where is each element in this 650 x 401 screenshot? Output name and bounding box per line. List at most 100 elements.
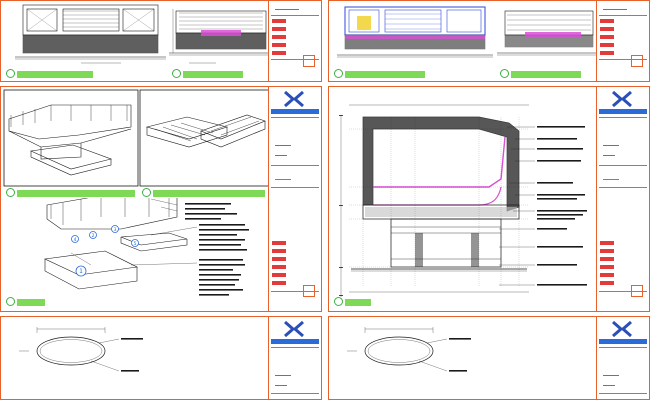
- title-block-field: [272, 241, 286, 245]
- title-block: [596, 1, 649, 81]
- title-line: [275, 9, 299, 11]
- part-marker-label: 5: [134, 241, 137, 247]
- caption-circle-icon: [6, 69, 15, 78]
- caption-label-bar: [345, 71, 425, 78]
- sheet-top-left: [0, 0, 322, 82]
- title-line: [275, 145, 291, 147]
- caption-label-bar: [17, 190, 135, 197]
- perspective-views: 4 2 3 5 1: [3, 89, 271, 296]
- title-line: [275, 385, 287, 387]
- section-notes: [537, 126, 587, 286]
- title-block-field: [272, 35, 286, 39]
- title-block-row: [599, 347, 647, 348]
- sheet-number-box: [303, 285, 315, 297]
- sheet-number-box: [303, 55, 315, 67]
- title-block-row: [271, 59, 319, 60]
- title-block-field: [272, 265, 286, 269]
- title-block-row: [599, 393, 647, 394]
- title-block-field: [600, 257, 614, 261]
- title-block-field: [272, 257, 286, 261]
- title-line: [603, 385, 615, 387]
- caption-label-bar: [17, 71, 93, 78]
- caption-circle-icon: [172, 69, 181, 78]
- section-leaders: [499, 126, 535, 286]
- title-line: [603, 155, 615, 157]
- front-elevation: [15, 4, 166, 64]
- firm-logo-icon: [284, 320, 304, 338]
- title-block-field: [272, 249, 286, 253]
- part-marker-icon: [71, 235, 79, 243]
- title-block-field: [272, 51, 286, 55]
- caption-label-bar: [17, 299, 45, 306]
- title-block-field: [272, 43, 286, 47]
- caption-circle-icon: [500, 69, 509, 78]
- title-block-field: [600, 51, 614, 55]
- caption-label-bar: [183, 71, 243, 78]
- sheet-bottom-right: [328, 316, 650, 400]
- title-line: [603, 145, 619, 147]
- title-block-row: [599, 291, 647, 292]
- firm-logo-icon: [612, 90, 632, 108]
- front-elevation: [337, 6, 493, 58]
- part-marker-label: 2: [92, 233, 95, 239]
- view-caption: [171, 69, 271, 79]
- exploded-view: [43, 196, 188, 290]
- caption-circle-icon: [142, 188, 151, 197]
- title-block-row: [599, 165, 647, 166]
- perspective-view-frame: [139, 89, 271, 187]
- view-caption: [141, 188, 271, 198]
- view-caption: [5, 188, 145, 198]
- caption-circle-icon: [6, 297, 15, 306]
- sheet-mid-left: 4 2 3 5 1: [0, 86, 322, 312]
- title-block-field: [272, 281, 286, 285]
- sheet-bottom-left: [0, 316, 322, 400]
- title-block-field: [600, 273, 614, 277]
- view-caption: [333, 297, 413, 307]
- oval-top-plan: [364, 336, 434, 366]
- caption-circle-icon: [334, 297, 343, 306]
- section-view: [339, 104, 587, 297]
- plan-view: [19, 327, 143, 372]
- sheet-number-box: [631, 55, 643, 67]
- plan-view: [347, 327, 471, 372]
- title-line: [275, 155, 287, 157]
- side-elevation: [497, 10, 597, 56]
- title-block-row: [271, 393, 319, 394]
- title-line: [603, 375, 619, 377]
- title-block-field: [600, 241, 614, 245]
- title-block-field: [272, 19, 286, 23]
- firm-name-bar: [271, 339, 319, 344]
- firm-logo-icon: [284, 90, 304, 108]
- title-block-field: [272, 273, 286, 277]
- caption-circle-icon: [6, 188, 15, 197]
- sheet-number-box: [631, 285, 643, 297]
- sheet-mid-right: [328, 86, 650, 312]
- title-block: [268, 317, 321, 399]
- elevation-views: [15, 4, 269, 64]
- title-line: [603, 9, 627, 11]
- title-block-field: [600, 27, 614, 31]
- caption-label-bar: [153, 190, 265, 197]
- title-block-field: [600, 19, 614, 23]
- perspective-view-sofa: [3, 89, 139, 187]
- part-marker-icon: [75, 265, 87, 277]
- annotation-notes: [185, 203, 249, 296]
- title-block-row: [271, 165, 319, 166]
- oval-top-plan: [36, 336, 106, 366]
- title-line: [275, 375, 291, 377]
- part-marker-icon: [111, 225, 119, 233]
- title-block-field: [600, 35, 614, 39]
- title-block-row: [599, 117, 647, 118]
- view-caption: [499, 69, 599, 79]
- firm-name-bar: [599, 339, 647, 344]
- sheet-top-right: [328, 0, 650, 82]
- title-block-field: [600, 281, 614, 285]
- part-marker-label: 1: [79, 268, 83, 275]
- title-block-row: [599, 187, 647, 188]
- title-block-field: [272, 27, 286, 31]
- part-marker-label: 4: [74, 237, 77, 243]
- view-caption: [333, 69, 473, 79]
- title-block-field: [600, 265, 614, 269]
- title-block: [596, 87, 649, 311]
